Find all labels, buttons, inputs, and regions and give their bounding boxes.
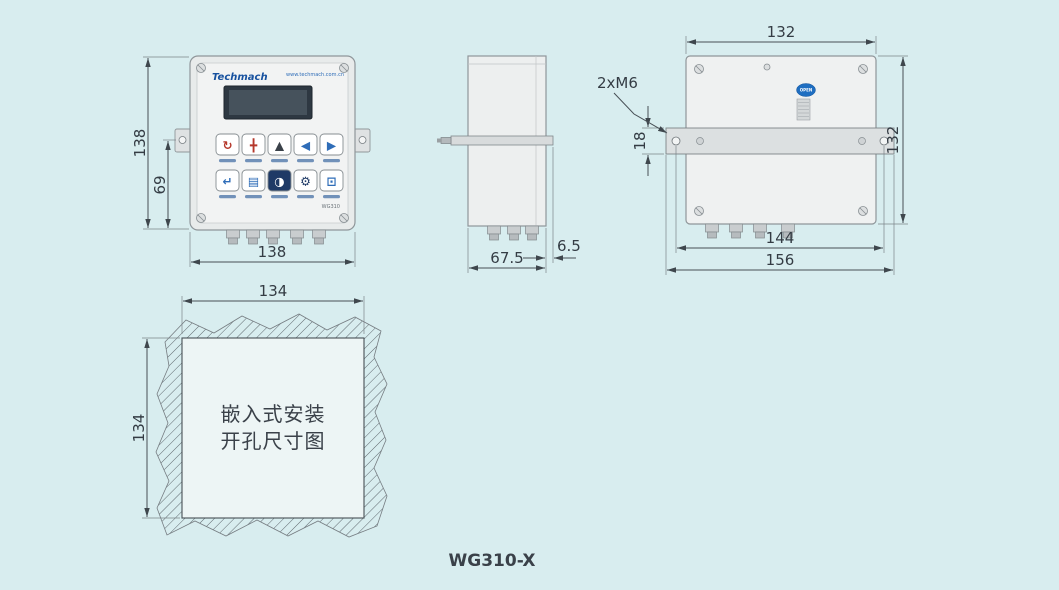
side-mounting-bracket <box>437 135 554 146</box>
dim-label: 132 <box>884 126 902 155</box>
dim-front-width: 138 <box>189 232 356 267</box>
enter-icon: ⊡ <box>326 175 336 189</box>
menu-button: ▤ <box>241 169 266 199</box>
bracket-screw <box>696 137 704 145</box>
menu-icon: ▤ <box>248 175 259 189</box>
right-arrow-icon: ▶ <box>327 139 337 153</box>
mounting-ear-left <box>174 128 192 153</box>
bracket-hole-left <box>671 136 681 146</box>
back-view: OPEN 132 132 18 <box>597 23 908 275</box>
open-sticker: OPEN <box>796 83 816 97</box>
dim-label: 67.5 <box>490 249 523 267</box>
target-icon: ╋ <box>250 138 258 153</box>
display-icon: ◑ <box>274 175 285 189</box>
back-screws <box>694 63 868 216</box>
dim-back-top-width: 132 <box>685 23 877 54</box>
dim-bracket-width: 156 <box>665 155 895 275</box>
back-cable-glands <box>705 223 795 239</box>
left-button: ◀ <box>293 133 318 163</box>
gear-icon: ⚙ <box>300 175 311 189</box>
front-cable-glands <box>226 229 326 245</box>
key-label <box>245 195 262 199</box>
key-label <box>323 195 340 199</box>
dim-cutout-height: 134 <box>130 337 180 519</box>
dim-label: 134 <box>130 414 148 443</box>
cutout-caption-line1: 嵌入式安装 <box>221 402 326 426</box>
dim-label: 138 <box>131 129 149 158</box>
front-view: Techmach www.techmach.com.cn ↻ ╋ ▲ ◀ <box>131 55 371 267</box>
side-view: 67.5 6.5 <box>437 55 581 273</box>
side-cable-glands <box>487 225 539 241</box>
dim-label: 6.5 <box>557 237 581 255</box>
right-button: ▶ <box>319 133 344 163</box>
brand-logo: Techmach <box>212 72 268 83</box>
lcd-display <box>223 85 313 120</box>
dim-label: 132 <box>767 23 796 41</box>
escape-button: ↵ <box>215 169 240 199</box>
left-arrow-icon: ◀ <box>301 139 311 153</box>
settings-button: ⚙ <box>293 169 318 199</box>
vent-strip <box>796 98 811 121</box>
dim-cutout-width: 134 <box>181 282 365 334</box>
dim-label: 18 <box>631 131 649 150</box>
mounting-hole <box>358 136 367 144</box>
target-button: ╋ <box>241 133 266 163</box>
cutout-caption-line2: 开孔尺寸图 <box>221 429 326 453</box>
callout-label: 2xM6 <box>597 74 638 92</box>
enter-button: ⊡ <box>319 169 344 199</box>
cutout-view: 嵌入式安装 开孔尺寸图 134 134 <box>130 282 388 538</box>
cycle-button: ↻ <box>215 133 240 163</box>
cutout-opening <box>181 337 365 519</box>
key-label <box>297 195 314 199</box>
display-button: ◑ <box>267 169 292 199</box>
alarm-button: ▲ <box>267 133 292 163</box>
dim-front-height: 138 <box>131 56 189 230</box>
bolt-callout: 2xM6 <box>597 74 668 134</box>
dim-front-hole-offset: 69 <box>151 139 176 228</box>
cycle-icon: ↻ <box>222 139 232 153</box>
sticker-label: OPEN <box>800 88 812 93</box>
key-label <box>323 159 340 163</box>
escape-icon: ↵ <box>222 175 232 189</box>
mounting-hole <box>178 136 187 144</box>
key-label <box>271 159 288 163</box>
dim-label: 144 <box>766 229 795 247</box>
mounting-bolt <box>440 137 452 144</box>
bracket-hole-right <box>879 136 889 146</box>
dim-label: 138 <box>258 243 287 261</box>
key-label <box>271 195 288 199</box>
key-label <box>245 159 262 163</box>
key-label <box>297 159 314 163</box>
bracket-screw <box>858 137 866 145</box>
dim-label: 134 <box>259 282 288 300</box>
dim-side-depth: 67.5 <box>467 228 547 273</box>
dim-hole-spacing: 144 <box>675 146 885 253</box>
corner-screws <box>196 63 349 223</box>
back-mounting-bracket <box>665 127 895 155</box>
dim-back-height: 132 <box>878 55 908 225</box>
brand-tagline: www.techmach.com.cn <box>286 72 344 78</box>
mounting-ear-right <box>353 128 371 153</box>
dim-side-flange: 6.5 <box>523 147 581 263</box>
key-label <box>219 195 236 199</box>
drawing-title: WG310-X <box>449 551 536 571</box>
dim-bracket-height: 18 <box>631 106 664 176</box>
alarm-icon: ▲ <box>275 139 285 153</box>
keypad: ↻ ╋ ▲ ◀ ▶ ↵ ▤ <box>215 133 344 199</box>
dim-label: 156 <box>766 251 795 269</box>
dim-label: 69 <box>151 175 169 194</box>
key-label <box>219 159 236 163</box>
model-small-label: WG310 <box>322 204 340 210</box>
